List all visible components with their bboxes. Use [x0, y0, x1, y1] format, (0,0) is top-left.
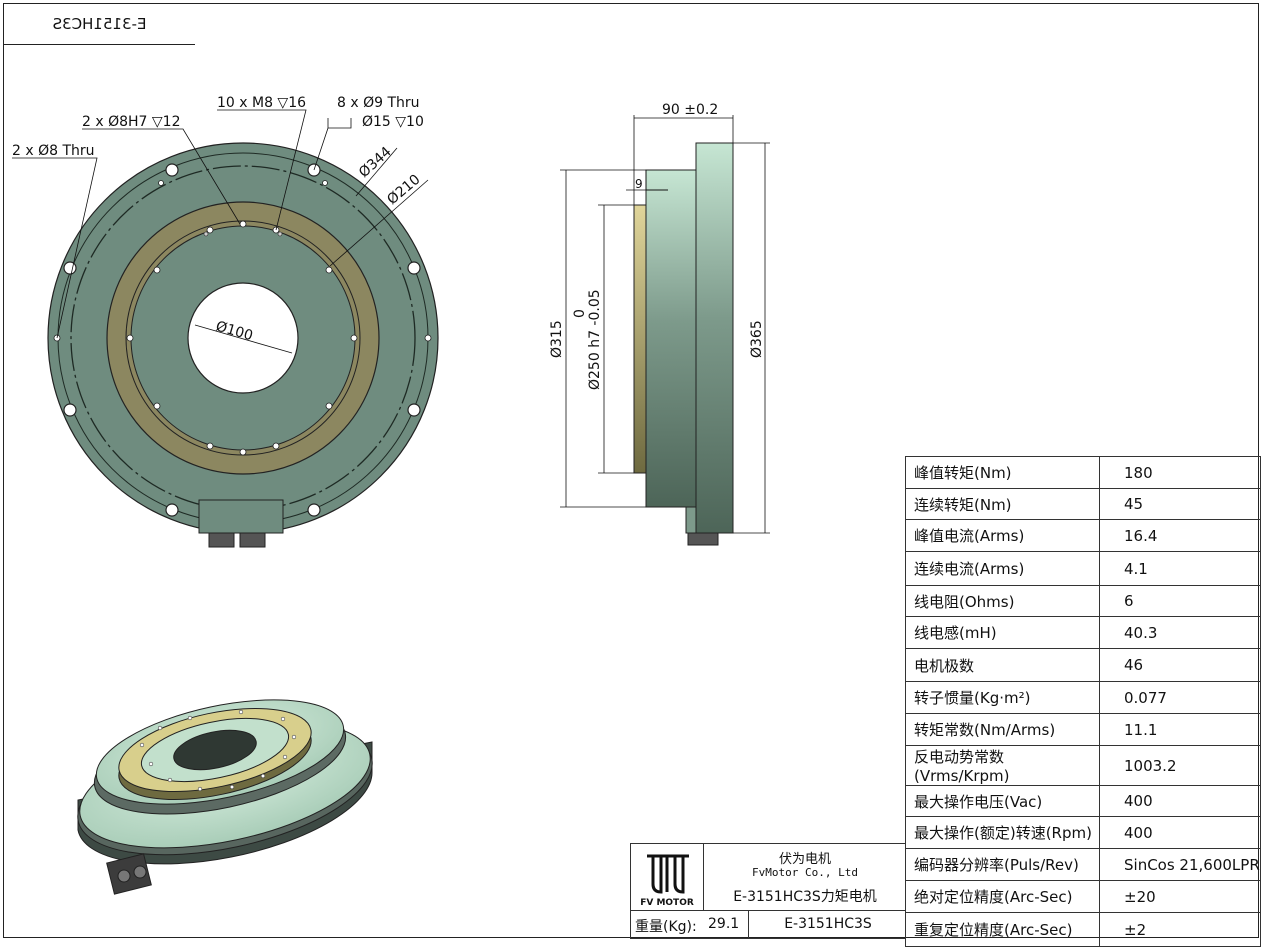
spec-key: 转子惯量(Kg·m²): [905, 681, 1100, 714]
dim-d250: Ø250 h7 -0.05: [587, 289, 603, 390]
dim-d210: Ø210: [384, 172, 423, 209]
spec-row: 峰值电流(Arms)16.4: [905, 519, 1261, 552]
spec-key: 电机极数: [905, 648, 1100, 682]
spec-key: 峰值转矩(Nm): [905, 456, 1100, 489]
company-name-cn: 伏为电机: [778, 852, 831, 867]
dim-8x9-thru: 8 x Ø9 Thru: [337, 95, 420, 111]
spec-row: 反电动势常数(Vrms/Krpm)1003.2: [905, 745, 1261, 786]
spec-key: 连续电流(Arms): [905, 551, 1100, 586]
dim-width: 90 ±0.2: [662, 102, 718, 118]
spec-key: 转矩常数(Nm/Arms): [905, 713, 1100, 746]
weight-label: 重量(Kg):: [635, 919, 697, 935]
dim-d344: Ø344: [356, 144, 395, 181]
side-view-dimension-lines: [560, 115, 770, 534]
spec-value: 180: [1099, 456, 1261, 489]
spec-value: 4.1: [1099, 551, 1261, 586]
spec-row: 连续电流(Arms)4.1: [905, 551, 1261, 586]
spec-value: 16.4: [1099, 519, 1261, 552]
side-view: [633, 142, 734, 546]
spec-value: 46: [1099, 648, 1261, 682]
spec-key: 编码器分辨率(Puls/Rev): [905, 848, 1100, 881]
dim-d365: Ø365: [749, 320, 765, 358]
spec-value: 6: [1099, 585, 1261, 617]
spec-row: 最大操作电压(Vac)400: [905, 785, 1261, 817]
spec-key: 峰值电流(Arms): [905, 519, 1100, 552]
spec-row: 转矩常数(Nm/Arms)11.1: [905, 713, 1261, 746]
logo-text: FV MOTOR: [640, 898, 694, 908]
spec-row: 重复定位精度(Arc-Sec)±2: [905, 912, 1261, 947]
dim-2x8-thru: 2 x Ø8 Thru: [12, 143, 95, 159]
spec-row: 最大操作(额定)转速(Rpm)400: [905, 816, 1261, 849]
spec-key: 线电阻(Ohms): [905, 585, 1100, 617]
spec-key: 反电动势常数(Vrms/Krpm): [905, 745, 1100, 786]
spec-key: 重复定位精度(Arc-Sec): [905, 912, 1100, 947]
spec-value: SinCos 21,600LPR: [1099, 848, 1261, 881]
spec-row: 绝对定位精度(Arc-Sec)±20: [905, 880, 1261, 913]
spec-value: 1003.2: [1099, 745, 1261, 786]
product-name: E-3151HC3S力矩电机: [733, 889, 877, 905]
spec-row: 连续转矩(Nm)45: [905, 488, 1261, 520]
model-number: E-3151HC3S: [784, 916, 872, 932]
dim-10xm8: 10 x M8 ▽16: [217, 95, 306, 111]
spec-row: 编码器分辨率(Puls/Rev)SinCos 21,600LPR: [905, 848, 1261, 881]
front-view: [12, 109, 439, 548]
title-block-footer: 重量(Kg): 29.1 E-3151HC3S: [630, 910, 906, 939]
isometric-view: [77, 699, 373, 895]
dim-2x8h7: 2 x Ø8H7 ▽12: [82, 114, 181, 130]
spec-value: ±2: [1099, 912, 1261, 947]
spec-value: 11.1: [1099, 713, 1261, 746]
dim-flange: 9: [635, 177, 643, 191]
spec-key: 最大操作(额定)转速(Rpm): [905, 816, 1100, 849]
spec-value: ±20: [1099, 880, 1261, 913]
spec-key: 最大操作电压(Vac): [905, 785, 1100, 817]
spec-row: 线电感(mH)40.3: [905, 616, 1261, 649]
footer-divider: [748, 911, 749, 939]
dim-tol-upper: 0: [572, 309, 588, 318]
spec-key: 绝对定位精度(Arc-Sec): [905, 880, 1100, 913]
dim-d315: Ø315: [549, 320, 565, 358]
spec-row: 线电阻(Ohms)6: [905, 585, 1261, 617]
spec-row: 峰值转矩(Nm)180: [905, 456, 1261, 489]
spec-key: 线电感(mH): [905, 616, 1100, 649]
title-block: FV MOTOR 伏为电机 FvMotor Co., Ltd E-3151HC3…: [630, 843, 906, 911]
spec-row: 转子惯量(Kg·m²)0.077: [905, 681, 1261, 714]
spec-value: 400: [1099, 816, 1261, 849]
side-view-dimensions: 90 ±0.2 9 Ø315 0 Ø250 h7 -0.05 Ø365: [549, 102, 765, 390]
spec-value: 0.077: [1099, 681, 1261, 714]
spec-value: 45: [1099, 488, 1261, 520]
dim-counterbore: Ø15 ▽10: [362, 114, 424, 130]
spec-value: 400: [1099, 785, 1261, 817]
spec-key: 连续转矩(Nm): [905, 488, 1100, 520]
spec-value: 40.3: [1099, 616, 1261, 649]
company-name-en: FvMotor Co., Ltd: [752, 866, 858, 879]
weight-value: 29.1: [708, 916, 740, 932]
company-logo: FV MOTOR: [631, 844, 704, 911]
